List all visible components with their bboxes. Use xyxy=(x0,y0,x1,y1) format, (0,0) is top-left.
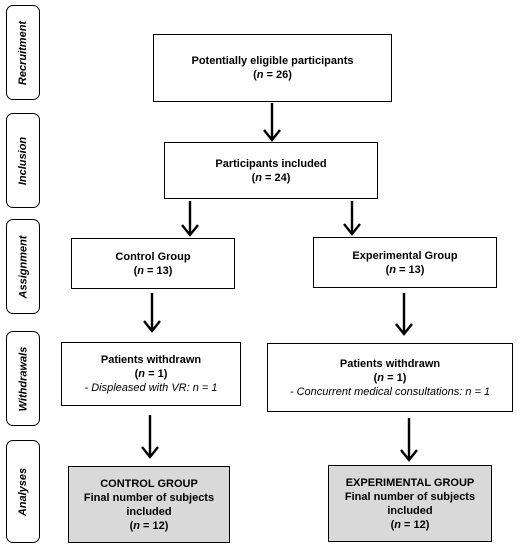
arrow-experimental-to-withdrawn xyxy=(395,293,413,336)
stage-withdrawals: Withdrawals xyxy=(6,331,40,426)
arrow-inclusion-to-control xyxy=(181,201,199,237)
control-final-line2: included xyxy=(126,505,172,518)
recruitment-count: (n = 26) xyxy=(253,69,292,81)
control-group-n-var: n xyxy=(137,264,144,277)
experimental-final-count: (n = 12) xyxy=(390,518,430,531)
inclusion-n-var: n xyxy=(255,171,262,184)
control-final-title: CONTROL GROUP xyxy=(100,477,198,490)
experimental-final-line2: included xyxy=(387,504,433,517)
recruitment-n-var: n xyxy=(256,69,264,81)
arrow-control-to-withdrawn xyxy=(143,293,161,333)
inclusion-box: Participants included (n = 24) xyxy=(164,142,378,199)
control-group-box: Control Group (n = 13) xyxy=(71,238,235,289)
control-group-n-value: = 13 xyxy=(143,264,169,277)
experimental-withdrawn-title: Patients withdrawn xyxy=(339,357,441,370)
control-withdrawn-reason: - Displeased with VR: n = 1 xyxy=(84,382,218,394)
stage-recruitment: Recruitment xyxy=(6,5,40,100)
arrow-control-withdrawn-to-final xyxy=(141,415,159,459)
stage-assignment: Assignment xyxy=(6,219,40,314)
inclusion-count: (n = 24) xyxy=(251,171,291,184)
control-final-n-var: n xyxy=(133,519,140,532)
experimental-final-n-var: n xyxy=(394,518,401,531)
control-withdrawn-n-var: n xyxy=(138,368,146,380)
recruitment-title: Potentially eligible participants xyxy=(191,55,354,67)
experimental-withdrawn-count: (n = 1) xyxy=(373,371,407,384)
control-withdrawn-n-value: = 1 xyxy=(145,368,164,380)
control-withdrawn-box: Patients withdrawn (n = 1) - Displeased … xyxy=(61,342,241,406)
experimental-withdrawn-n-var: n xyxy=(377,371,385,384)
experimental-group-title: Experimental Group xyxy=(352,249,458,262)
control-final-count: (n = 12) xyxy=(129,519,169,532)
control-withdrawn-count: (n = 1) xyxy=(134,368,168,380)
recruitment-box: Potentially eligible participants (n = 2… xyxy=(153,34,392,102)
inclusion-title: Participants included xyxy=(215,157,327,170)
control-group-title: Control Group xyxy=(115,250,191,263)
experimental-group-n-value: = 13 xyxy=(395,263,421,276)
control-withdrawn-title: Patients withdrawn xyxy=(100,354,202,366)
stage-inclusion: Inclusion xyxy=(6,113,40,208)
arrow-inclusion-to-experimental xyxy=(343,201,361,236)
experimental-final-n-value: = 12 xyxy=(400,518,426,531)
control-final-box: CONTROL GROUP Final number of subjects i… xyxy=(68,466,230,543)
arrow-recruitment-to-inclusion xyxy=(263,103,281,142)
experimental-final-title: EXPERIMENTAL GROUP xyxy=(345,476,475,489)
control-final-line1: Final number of subjects xyxy=(83,491,215,504)
experimental-withdrawn-reason: - Concurrent medical consultations: n = … xyxy=(289,385,491,398)
experimental-group-count: (n = 13) xyxy=(385,263,425,276)
inclusion-n-value: = 24 xyxy=(261,171,287,184)
control-group-count: (n = 13) xyxy=(133,264,173,277)
experimental-group-box: Experimental Group (n = 13) xyxy=(313,237,497,288)
experimental-withdrawn-box: Patients withdrawn (n = 1) - Concurrent … xyxy=(267,343,513,412)
experimental-final-line1: Final number of subjects xyxy=(344,490,476,503)
arrow-experimental-withdrawn-to-final xyxy=(400,418,418,462)
experimental-withdrawn-n-value: = 1 xyxy=(384,371,403,384)
recruitment-n-value: = 26 xyxy=(263,69,289,81)
experimental-final-box: EXPERIMENTAL GROUP Final number of subje… xyxy=(328,465,492,542)
control-final-n-value: = 12 xyxy=(139,519,165,532)
experimental-group-n-var: n xyxy=(389,263,396,276)
stage-analyses: Analyses xyxy=(6,440,40,543)
